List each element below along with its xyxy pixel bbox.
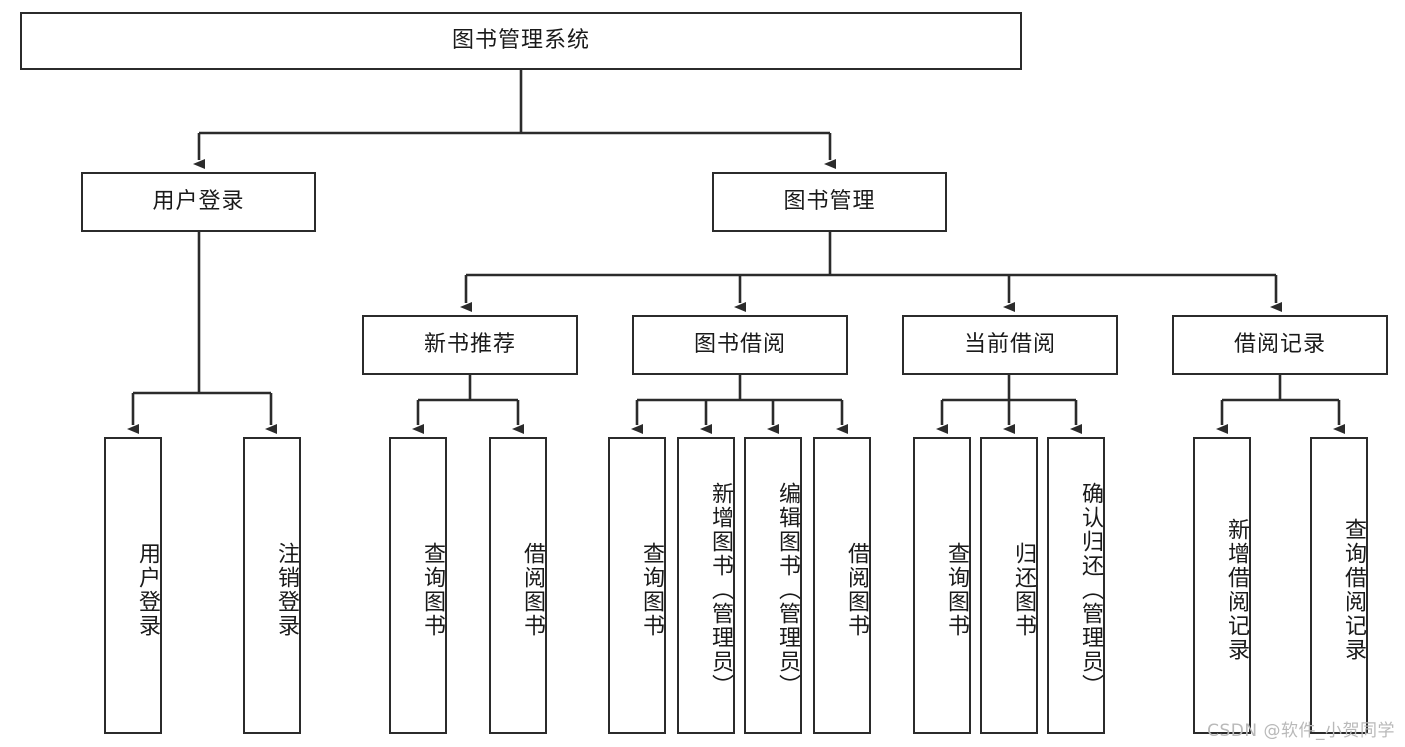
leaf-borrow-edit-book-admin[interactable]: 编辑图书（管理员） bbox=[744, 437, 802, 734]
node-label: 新增图书（管理员） bbox=[708, 481, 733, 698]
node-label: 借阅记录 bbox=[1233, 331, 1326, 357]
node-root-library-system[interactable]: 图书管理系统 bbox=[20, 12, 1022, 70]
node-label: 借阅图书 bbox=[520, 541, 545, 638]
node-label: 确认归还（管理员） bbox=[1078, 481, 1103, 698]
node-label: 图书管理 bbox=[783, 188, 876, 214]
leaf-borrow-borrow-book[interactable]: 借阅图书 bbox=[813, 437, 871, 734]
node-label: 图书管理系统 bbox=[451, 27, 590, 53]
node-label: 注销登录 bbox=[274, 541, 299, 638]
node-label: 用户登录 bbox=[152, 188, 245, 214]
node-label: 查询图书 bbox=[944, 541, 969, 638]
node-book-management[interactable]: 图书管理 bbox=[712, 172, 947, 232]
leaf-record-query-record[interactable]: 查询借阅记录 bbox=[1310, 437, 1368, 734]
node-borrow-record[interactable]: 借阅记录 bbox=[1172, 315, 1388, 375]
node-label: 用户登录 bbox=[135, 541, 160, 638]
node-label: 归还图书 bbox=[1011, 541, 1036, 638]
leaf-user-login-signin[interactable]: 用户登录 bbox=[104, 437, 162, 734]
node-label: 当前借阅 bbox=[963, 331, 1056, 357]
leaf-current-query-book[interactable]: 查询图书 bbox=[913, 437, 971, 734]
leaf-user-login-signout[interactable]: 注销登录 bbox=[243, 437, 301, 734]
node-label: 图书借阅 bbox=[693, 331, 786, 357]
node-label: 编辑图书（管理员） bbox=[775, 481, 800, 698]
leaf-borrow-query-book[interactable]: 查询图书 bbox=[608, 437, 666, 734]
node-label: 查询图书 bbox=[639, 541, 664, 638]
leaf-record-add-record[interactable]: 新增借阅记录 bbox=[1193, 437, 1251, 734]
leaf-borrow-add-book-admin[interactable]: 新增图书（管理员） bbox=[677, 437, 735, 734]
leaf-current-return-book[interactable]: 归还图书 bbox=[980, 437, 1038, 734]
node-user-login[interactable]: 用户登录 bbox=[81, 172, 316, 232]
node-label: 新书推荐 bbox=[423, 331, 516, 357]
node-label: 查询图书 bbox=[420, 541, 445, 638]
node-book-borrow[interactable]: 图书借阅 bbox=[632, 315, 848, 375]
leaf-recommend-query-book[interactable]: 查询图书 bbox=[389, 437, 447, 734]
node-new-book-recommend[interactable]: 新书推荐 bbox=[362, 315, 578, 375]
leaf-recommend-borrow-book[interactable]: 借阅图书 bbox=[489, 437, 547, 734]
leaf-current-confirm-return-admin[interactable]: 确认归还（管理员） bbox=[1047, 437, 1105, 734]
node-current-borrow[interactable]: 当前借阅 bbox=[902, 315, 1118, 375]
node-label: 借阅图书 bbox=[844, 541, 869, 638]
node-label: 查询借阅记录 bbox=[1341, 517, 1366, 662]
node-label: 新增借阅记录 bbox=[1224, 517, 1249, 662]
